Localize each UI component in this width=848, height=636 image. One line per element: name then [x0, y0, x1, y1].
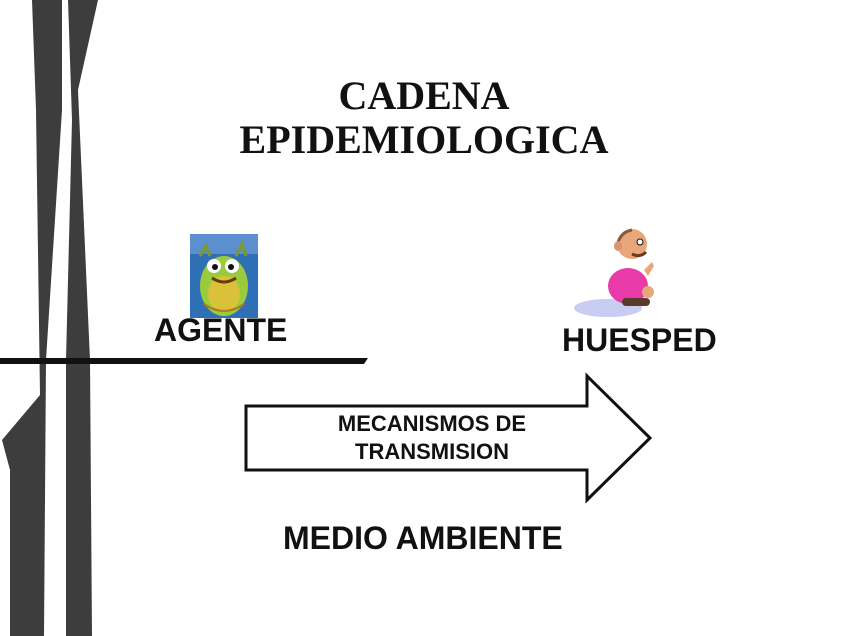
agent-label: AGENTE [154, 312, 287, 349]
host-label: HUESPED [562, 322, 717, 359]
title-line-1: CADENA [0, 74, 848, 118]
mechanism-line-2: TRANSMISION [300, 438, 564, 466]
title-line-2: EPIDEMIOLOGICA [0, 118, 848, 162]
transmission-mechanism-label: MECANISMOS DE TRANSMISION [300, 410, 564, 466]
mechanism-line-1: MECANISMOS DE [300, 410, 564, 438]
horizontal-rule [0, 358, 368, 364]
environment-label: MEDIO AMBIENTE [283, 520, 563, 557]
page-title: CADENA EPIDEMIOLOGICA [0, 74, 848, 162]
bald-man-pointing-icon [570, 226, 664, 324]
germ-creature-icon [190, 234, 258, 318]
